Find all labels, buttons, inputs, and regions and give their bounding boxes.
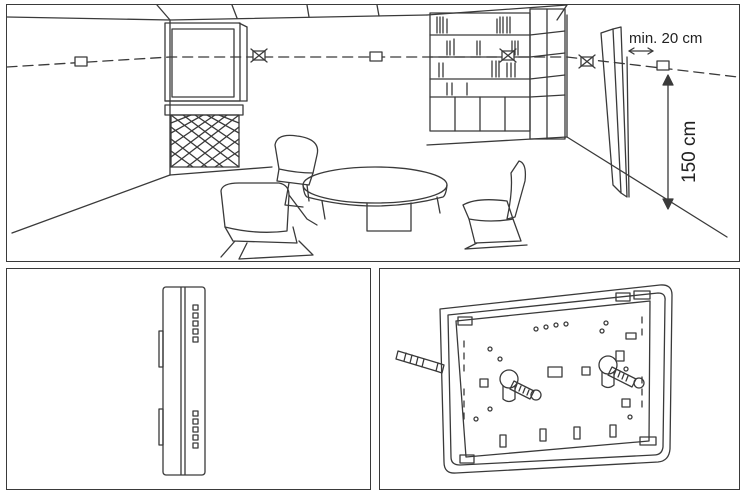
bookshelf [429,8,566,140]
radiator [170,114,240,168]
device-side-view-panel [6,268,371,490]
up-down-arrow-icon [662,74,674,210]
device-back-plate-panel [379,268,740,490]
room-installation-panel: min. 20 cm 150 cm [6,4,740,262]
chair [220,182,318,260]
min-distance-label: min. 20 cm [629,30,702,47]
wall-mount-ok-icon [656,60,670,71]
height-label: 150 cm [679,121,700,183]
wall-mount-forbidden-icon [578,54,596,69]
vent-slots [192,304,199,449]
wall-plug-icon [395,350,445,374]
screw-icon [509,380,542,401]
keyhole-slot [598,355,618,389]
wall-mount-ok-icon [74,56,88,67]
keyhole-slot [499,369,519,403]
wall-mount-forbidden-icon [499,48,517,63]
chair [274,134,319,208]
screw-icon [607,366,645,389]
min-distance-dimension [628,47,654,55]
device-back-plate [395,284,673,474]
wall-mount-forbidden-icon [250,48,268,63]
door [600,26,630,198]
chair [462,160,528,250]
window [164,22,248,116]
mounting-height-guide-line [7,56,738,78]
room-scene: min. 20 cm 150 cm [7,5,738,260]
table [302,166,448,232]
walls [11,14,728,238]
device-side-view [158,286,206,476]
wall-mount-ok-icon [369,51,383,62]
